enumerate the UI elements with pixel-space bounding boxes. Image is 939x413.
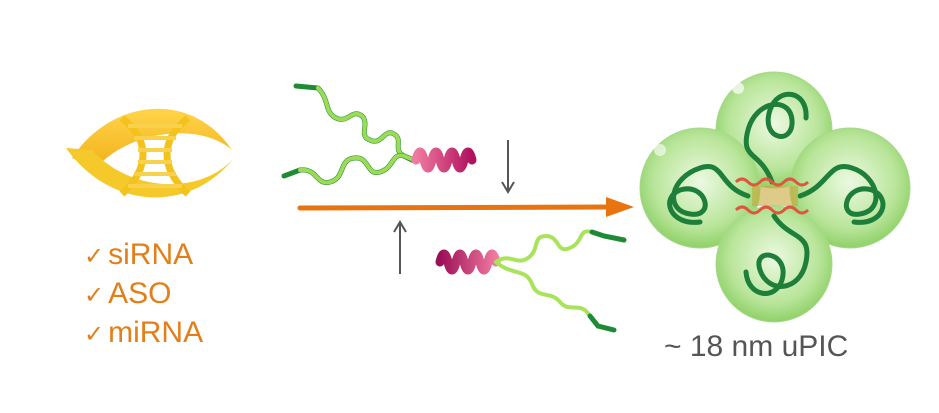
block-copolymer-lower bbox=[435, 229, 627, 333]
down-arrow-icon bbox=[501, 140, 515, 194]
payload-label: siRNA bbox=[108, 238, 194, 271]
nucleic-acid-core bbox=[734, 177, 810, 215]
payload-list: ✓siRNA ✓ASO ✓miRNA bbox=[84, 236, 203, 353]
product-caption: ~ 18 nm uPIC bbox=[664, 330, 849, 363]
check-mark-icon: ✓ bbox=[84, 281, 105, 309]
payload-item: ✓siRNA bbox=[84, 236, 203, 275]
reaction-arrow bbox=[297, 197, 634, 217]
payload-item: ✓miRNA bbox=[84, 314, 203, 353]
payload-label: ASO bbox=[108, 277, 172, 310]
block-copolymer-upper bbox=[281, 83, 477, 186]
dna-double-helix-icon bbox=[66, 108, 234, 198]
payload-label: miRNA bbox=[108, 316, 204, 349]
payload-item: ✓ASO bbox=[84, 275, 203, 314]
micelle-icon bbox=[639, 71, 911, 323]
up-arrow-icon bbox=[393, 220, 407, 274]
check-mark-icon: ✓ bbox=[84, 242, 105, 270]
check-mark-icon: ✓ bbox=[84, 320, 105, 348]
